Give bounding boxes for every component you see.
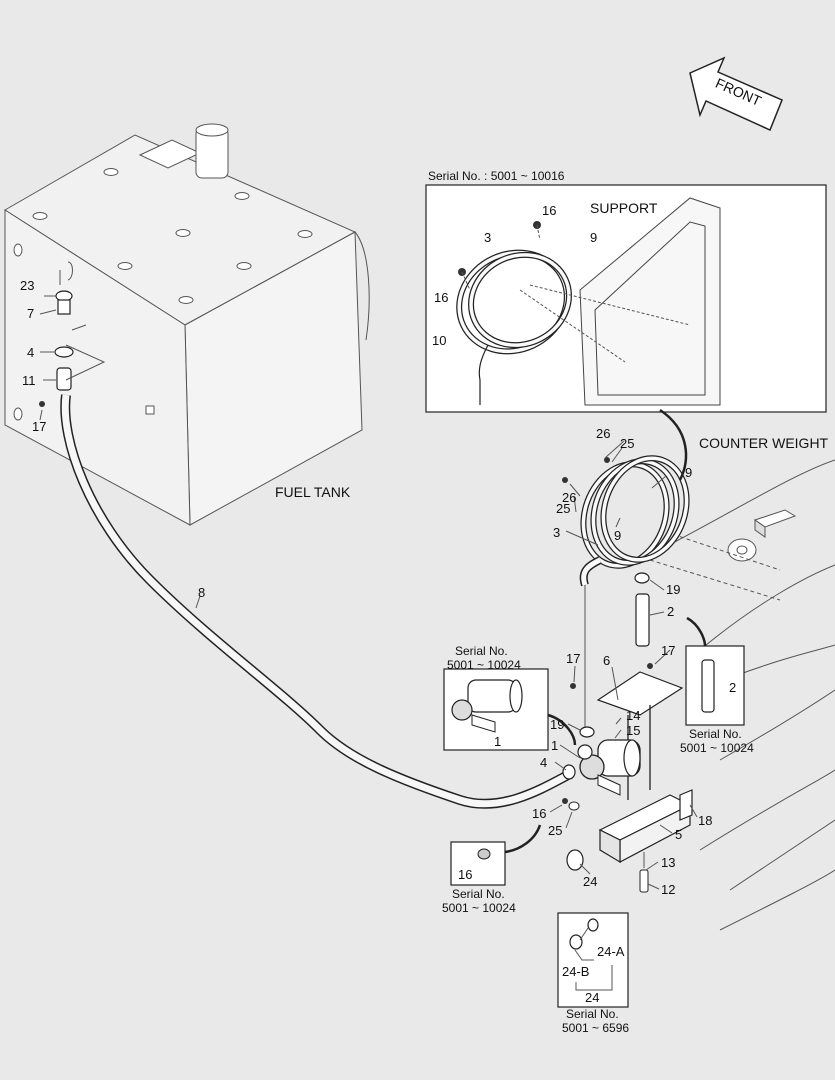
callout-4: 4 — [540, 755, 547, 770]
pump-inset-range: 5001 ~ 10024 — [447, 658, 521, 672]
callout-24: 24 — [583, 874, 597, 889]
callout-12: 12 — [661, 882, 675, 897]
part2-inset-range: 5001 ~ 10024 — [680, 741, 754, 755]
support-link — [659, 408, 688, 481]
callout-16-inset-b: 16 — [434, 290, 448, 305]
callout-16-small-inset: 16 — [458, 867, 472, 882]
part24-inset: 24-A 24-B 24 Serial No. 5001 ~ 6596 — [557, 912, 629, 1035]
tank-fittings — [39, 290, 106, 421]
callout-1-inset: 1 — [494, 734, 501, 749]
callout-3-inset: 3 — [484, 230, 491, 245]
pump-inset: Serial No. 5001 ~ 10024 1 — [443, 644, 577, 751]
counter-weight-label: COUNTER WEIGHT — [699, 435, 829, 451]
callout-6: 6 — [603, 653, 610, 668]
part2-inset: 2 Serial No. 5001 ~ 10024 — [680, 616, 754, 755]
callout-25-mid: 25 — [556, 501, 570, 516]
callout-17-right: 17 — [661, 643, 675, 658]
callout-25-top: 25 — [620, 436, 634, 451]
callout-3: 3 — [553, 525, 560, 540]
callout-18: 18 — [698, 813, 712, 828]
callout-1: 1 — [551, 738, 558, 753]
callout-17-left: 17 — [32, 419, 46, 434]
fuel-tank — [4, 123, 370, 526]
support-inset: Serial No. : 5001 ~ 10016 SUPPORT 16 3 9… — [425, 169, 827, 413]
callout-2-inset: 2 — [729, 680, 736, 695]
callout-24-inset: 24 — [585, 990, 599, 1005]
part24-inset-serial: Serial No. — [566, 1007, 619, 1021]
callout-15: 15 — [626, 723, 640, 738]
part16-inset: 16 Serial No. 5001 ~ 10024 — [442, 824, 542, 915]
fuel-tank-label: FUEL TANK — [275, 484, 351, 500]
callout-16: 16 — [532, 806, 546, 821]
callout-16-inset-a: 16 — [542, 203, 556, 218]
fuel-pump — [562, 739, 641, 796]
callout-8: 8 — [198, 585, 205, 600]
callout-9-inset: 9 — [590, 230, 597, 245]
callout-26-mid: 26 — [562, 490, 576, 505]
callout-9-mid: 9 — [614, 528, 621, 543]
callout-24a: 24-A — [597, 944, 625, 959]
callout-23: 23 — [20, 278, 34, 293]
callout-5: 5 — [675, 827, 682, 842]
callout-17-mid: 17 — [566, 651, 580, 666]
part24-inset-range: 5001 ~ 6596 — [562, 1021, 629, 1035]
callout-2: 2 — [667, 604, 674, 619]
callout-14: 14 — [626, 708, 640, 723]
part16-inset-range: 5001 ~ 10024 — [442, 901, 516, 915]
callout-19-low: 19 — [550, 717, 564, 732]
hose-8 — [60, 394, 571, 809]
pump-bracket — [596, 671, 693, 893]
callout-11: 11 — [22, 373, 36, 388]
callout-24b: 24-B — [562, 964, 589, 979]
part2-inset-serial: Serial No. — [689, 727, 742, 741]
coil-3 — [562, 455, 690, 871]
serial-support-label: Serial No. : 5001 ~ 10016 — [428, 169, 565, 183]
callout-7: 7 — [27, 306, 34, 321]
callout-9-top: 9 — [685, 465, 692, 480]
callout-13: 13 — [661, 855, 675, 870]
counter-weight — [639, 459, 835, 931]
front-arrow: FRONT — [689, 56, 783, 132]
callout-26-top: 26 — [596, 426, 610, 441]
support-label: SUPPORT — [590, 200, 658, 216]
callout-25: 25 — [548, 823, 562, 838]
callout-10-inset: 10 — [432, 333, 446, 348]
callout-19-top: 19 — [666, 582, 680, 597]
pump-inset-serial: Serial No. — [455, 644, 508, 658]
callout-4-left: 4 — [27, 345, 34, 360]
leader-lines — [195, 440, 698, 890]
part16-inset-serial: Serial No. — [452, 887, 505, 901]
